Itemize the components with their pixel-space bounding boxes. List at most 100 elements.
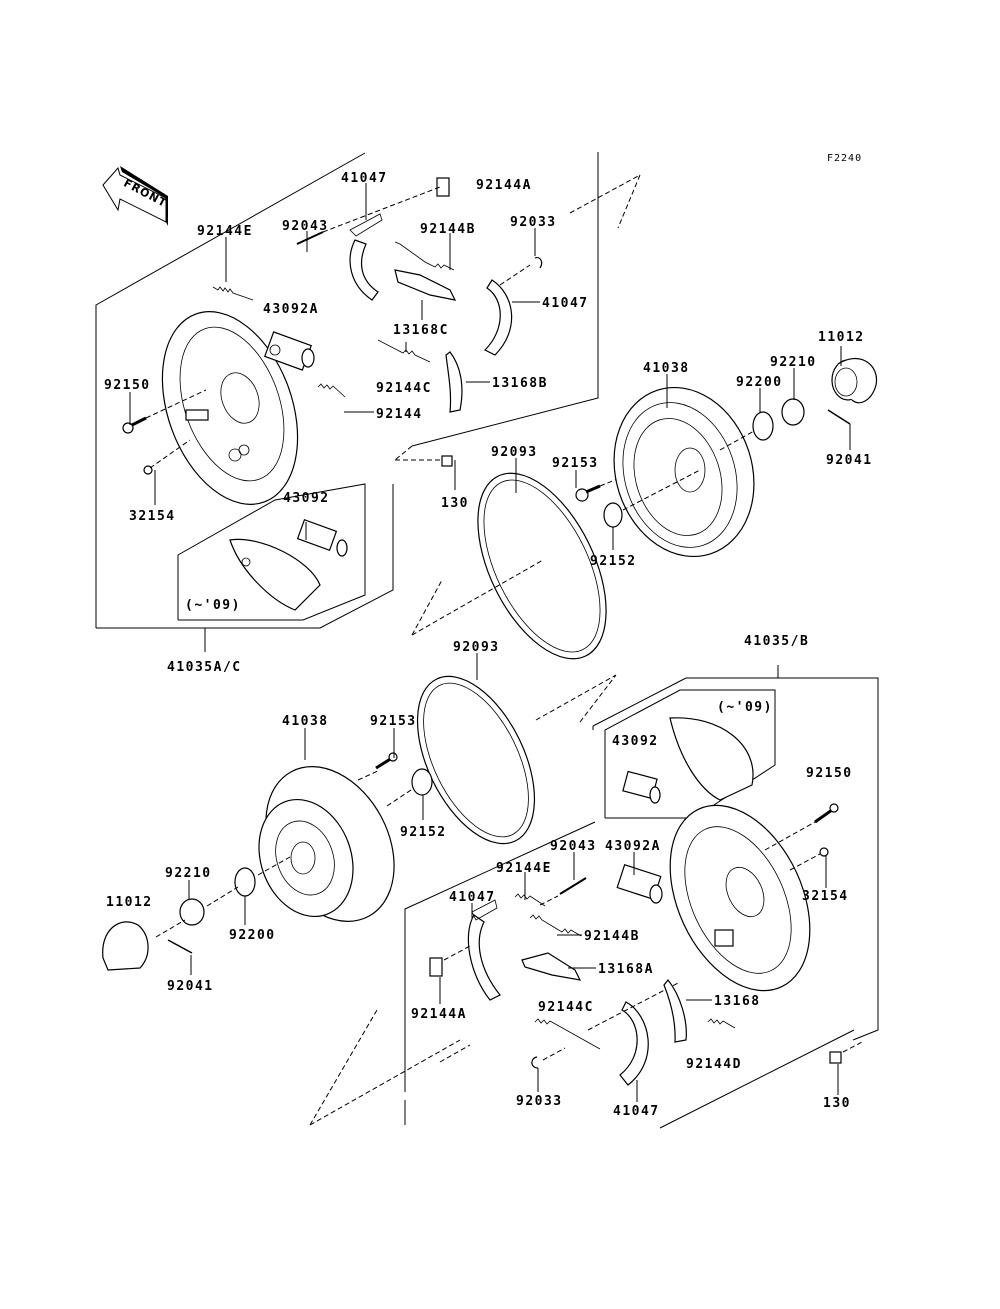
label-41035b: 41035/B [744, 634, 809, 649]
cap-lower [102, 919, 186, 971]
label-92153-lower: 92153 [370, 714, 417, 729]
pin-upper [296, 231, 324, 245]
fitting-lower [829, 1051, 842, 1064]
label-92210-upper: 92210 [770, 355, 817, 370]
brake-drum-lower [258, 766, 395, 922]
label-92041-lower: 92041 [167, 979, 214, 994]
wheel-cylinder-upper [263, 331, 315, 371]
leader-lines [129, 183, 851, 1102]
label-92043-upper: 92043 [282, 219, 329, 234]
upper-assembly-frame [95, 152, 641, 652]
pin-lower [559, 877, 587, 895]
upper-inset-note: (~'09) [185, 598, 241, 613]
label-11012-lower: 11012 [106, 895, 153, 910]
label-92144-upper: 92144 [376, 407, 423, 422]
label-43092a-upper: 43092A [263, 302, 319, 317]
label-32154-upper: 32154 [129, 509, 176, 524]
label-13168c-upper: 13168C [393, 323, 449, 338]
label-41038-upper: 41038 [643, 361, 690, 376]
nut-lower [179, 898, 205, 926]
diagram-code: F2240 [827, 153, 862, 164]
label-92144b-lower: 92144B [584, 929, 640, 944]
washer-lower [234, 867, 256, 897]
label-130-upper: 130 [441, 496, 469, 511]
spring-lower-b [529, 914, 582, 937]
bolt-upper [122, 389, 207, 434]
label-92144e-upper: 92144E [197, 224, 253, 239]
label-92041-upper: 92041 [826, 453, 873, 468]
fitting-upper [394, 445, 453, 467]
spring-lower-e [514, 893, 546, 907]
label-92153-upper: 92153 [552, 456, 599, 471]
wheel-cylinder-lower [616, 863, 663, 904]
label-92144d-lower: 92144D [686, 1057, 742, 1072]
label-92150-lower: 92150 [806, 766, 853, 781]
lever-upper-c [394, 269, 457, 301]
label-92144a-lower: 92144A [411, 1007, 467, 1022]
spring-upper-c [377, 339, 431, 363]
drum-washer-upper [603, 502, 623, 528]
label-92144e-lower: 92144E [496, 861, 552, 876]
label-92210-lower: 92210 [165, 866, 212, 881]
spring-lower-c [534, 1018, 601, 1050]
lower-assembly-frame [309, 665, 879, 1129]
label-41047-lower-a: 41047 [449, 890, 496, 905]
bolt-lower [764, 803, 839, 851]
lever-upper-b [445, 351, 463, 413]
label-43092-lower: 43092 [612, 734, 659, 749]
label-41047-lower-b: 41047 [613, 1104, 660, 1119]
lever-lower-a [521, 952, 582, 981]
label-13168-lower: 13168 [714, 994, 761, 1009]
label-92144a-upper: 92144A [476, 178, 532, 193]
label-92093-upper: 92093 [491, 445, 538, 460]
label-41047-upper-a: 41047 [341, 171, 388, 186]
bleeder-upper [143, 439, 191, 475]
inset-upper-parts [229, 519, 348, 611]
label-92033-lower: 92033 [516, 1094, 563, 1109]
clip-lower [531, 1056, 539, 1069]
label-92200-upper: 92200 [736, 375, 783, 390]
brake-shoe-upper-b [483, 279, 513, 356]
label-92152-lower: 92152 [400, 825, 447, 840]
label-41038-lower: 41038 [282, 714, 329, 729]
upper-labels: 41047 92144A 92043 92144B 92033 92144E 4… [104, 171, 873, 675]
spring-upper-b [394, 241, 455, 271]
brake-shoe-lower-a [467, 914, 501, 1001]
clip-upper [534, 257, 543, 269]
label-92033-upper: 92033 [510, 215, 557, 230]
nut-upper [781, 398, 805, 426]
label-92200-lower: 92200 [229, 928, 276, 943]
label-11012-upper: 11012 [818, 330, 865, 345]
lower-labels: 92093 41035/B (~'09) 43092 92150 41038 9… [106, 634, 853, 1119]
washer-upper [752, 411, 774, 441]
label-32154-lower: 32154 [802, 889, 849, 904]
label-92144c-upper: 92144C [376, 381, 432, 396]
label-13168a-lower: 13168A [598, 962, 654, 977]
label-92093-lower: 92093 [453, 640, 500, 655]
inset-lower-parts [622, 717, 754, 804]
backing-plate-upper [161, 311, 299, 505]
brake-shoe-lower-b [619, 1001, 649, 1086]
label-92144c-lower: 92144C [538, 1000, 594, 1015]
label-92144b-upper: 92144B [420, 222, 476, 237]
drum-washer-lower [411, 768, 433, 796]
seal-lower [416, 675, 536, 845]
bleeder-lower [789, 847, 829, 871]
label-43092-upper: 43092 [283, 491, 330, 506]
brake-shoe-upper-a [349, 239, 379, 301]
label-92150-upper: 92150 [104, 378, 151, 393]
label-41035ac: 41035A/C [167, 660, 242, 675]
seal-upper [411, 472, 607, 660]
spring-lower-d [707, 1018, 736, 1029]
lever-lower [663, 979, 687, 1043]
spring-upper [317, 383, 346, 398]
spring-clip-upper [436, 177, 450, 197]
label-41047-upper-b: 41047 [542, 296, 589, 311]
cotter-pin-upper [827, 409, 851, 425]
spring-upper-e [212, 286, 254, 301]
label-130-lower: 130 [823, 1096, 851, 1111]
cap-upper [831, 358, 878, 404]
drum-bolt-lower [375, 752, 398, 770]
label-92152-upper: 92152 [590, 554, 637, 569]
